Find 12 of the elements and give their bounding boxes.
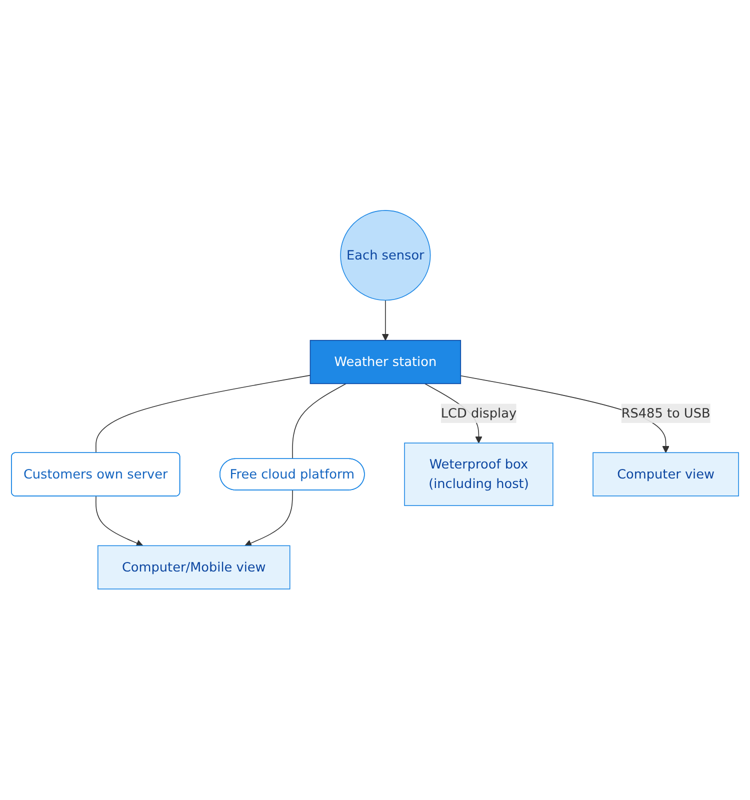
- arrow: [382, 300, 389, 341]
- connector: [96, 375, 311, 454]
- node-box: Computer/Mobile view: [97, 546, 290, 590]
- node-box: Weterproof box (including host): [404, 442, 554, 506]
- edge-label: RS485 to USB: [621, 406, 710, 421]
- node-box: Computer view: [592, 452, 739, 497]
- connector: [292, 384, 346, 460]
- edge-label: LCD display: [440, 406, 517, 421]
- arrow: [96, 496, 144, 547]
- arrow: [244, 490, 293, 547]
- node-box: Weather station: [310, 340, 462, 384]
- node-circle: Each sensor: [340, 210, 431, 301]
